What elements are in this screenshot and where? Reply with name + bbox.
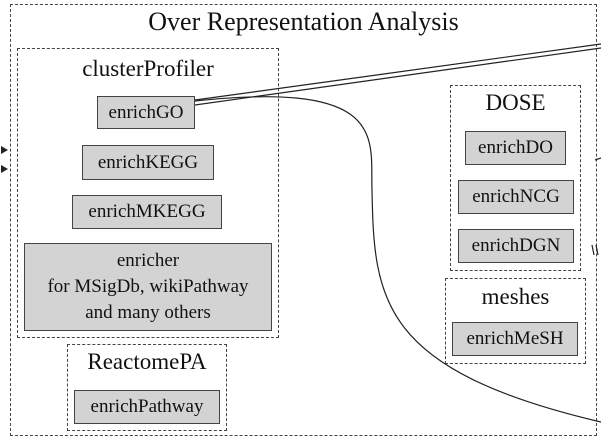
enricher-line-1: enricher: [116, 250, 180, 271]
group-title-reactomepa: ReactomePA: [87, 349, 207, 374]
node-enrichkegg[interactable]: enrichKEGG: [82, 145, 214, 180]
edge-enrichgo-upper: [194, 43, 601, 101]
group-title-clusterprofiler: clusterProfiler: [82, 56, 214, 81]
node-enrichpathway[interactable]: enrichPathway: [74, 390, 220, 424]
node-enrichmesh[interactable]: enrichMeSH: [452, 322, 578, 356]
node-enrichmkegg[interactable]: enrichMKEGG: [72, 195, 222, 229]
edge-enrichgo-curve: [194, 96, 601, 423]
group-title-meshes: meshes: [481, 284, 550, 309]
group-meshes: [445, 278, 586, 364]
left-arrowheads: [1, 146, 8, 173]
left-arrowhead-upper: [1, 146, 8, 154]
left-arrowhead-lower: [1, 165, 8, 173]
group-clusterprofiler: [17, 48, 279, 338]
node-enrichdo[interactable]: enrichDO: [465, 131, 566, 165]
group-reactomepa: [67, 344, 227, 431]
group-dose: [450, 85, 581, 271]
node-enrichncg[interactable]: enrichNCG: [458, 180, 574, 214]
node-enrichgo[interactable]: enrichGO: [97, 96, 195, 129]
node-enricher[interactable]: enricher for MSigDb, wikiPathway and man…: [24, 243, 272, 331]
enricher-line-2: for MSigDb, wikiPathway: [47, 276, 249, 297]
ora-boundary: [10, 4, 597, 436]
right-edge-tick-upper: [594, 157, 601, 161]
edge-enrichgo-middle: [194, 47, 601, 106]
group-title-dose: DOSE: [485, 90, 546, 115]
enricher-line-3: and many others: [85, 302, 211, 323]
diagram-title: Over Representation Analysis: [148, 7, 459, 36]
right-edge-tick-lower: [591, 244, 599, 256]
node-enrichdgn[interactable]: enrichDGN: [458, 229, 574, 263]
